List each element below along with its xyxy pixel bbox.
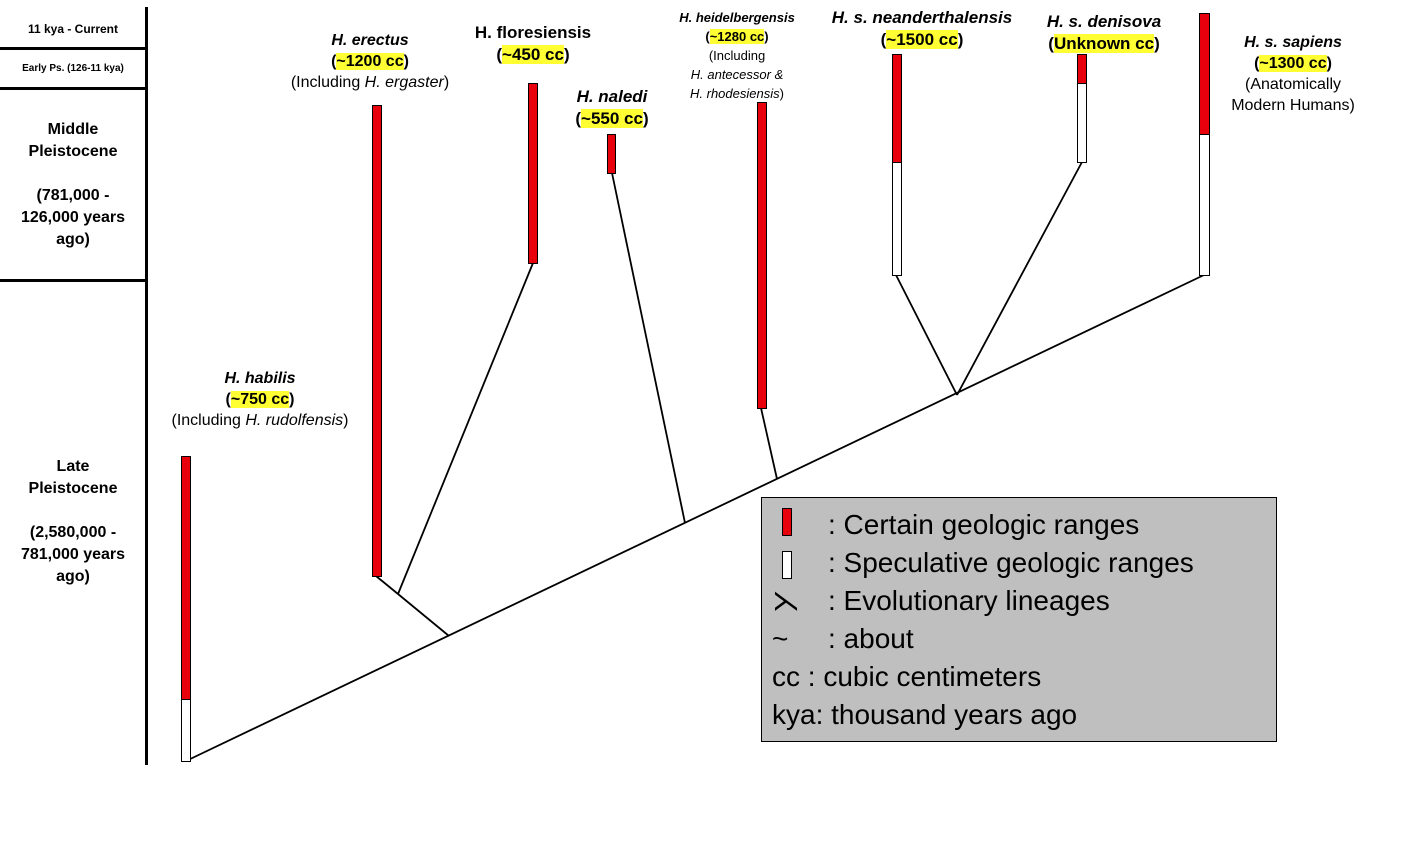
brain-size: (~1280 cc) bbox=[705, 29, 769, 44]
era-divider bbox=[0, 47, 146, 50]
naledi-certain-range-bar bbox=[607, 134, 616, 174]
legend-kya: kya: thousand years ago bbox=[772, 699, 1078, 730]
era-middle-line: Middle bbox=[47, 121, 99, 138]
species-name: H. floresiensis bbox=[474, 23, 592, 42]
era-middle-line: ago) bbox=[56, 231, 90, 248]
species-note: (Including H. ergaster) bbox=[290, 74, 450, 91]
denisova-speculative-range-bar bbox=[1077, 83, 1087, 163]
brain-size-value: ~1300 cc bbox=[1259, 55, 1327, 72]
heidelbergensis-certain-range-bar bbox=[757, 102, 767, 409]
era-middle-line: 126,000 years bbox=[20, 209, 126, 226]
era-divider bbox=[0, 87, 146, 90]
time-axis bbox=[145, 7, 148, 765]
kya-abbreviation: kya bbox=[772, 699, 816, 730]
species-note: Modern Humans) bbox=[1231, 97, 1355, 114]
certain-range-swatch bbox=[782, 508, 792, 536]
brain-size: (Unknown cc) bbox=[1048, 34, 1160, 53]
floresiensis-label: H. floresiensis (~450 cc) bbox=[453, 22, 613, 66]
main-lineage-line bbox=[185, 274, 1205, 762]
legend-cc: cc : cubic centimeters bbox=[772, 661, 1042, 692]
species-name: H. habilis bbox=[224, 370, 296, 387]
species-name: H. s. neanderthalensis bbox=[831, 8, 1013, 27]
erectus-branch-line bbox=[397, 593, 450, 637]
era-middle-line: (781,000 - bbox=[36, 187, 110, 204]
denisova-lineage-line bbox=[956, 161, 1083, 396]
brain-size-value: Unknown cc bbox=[1053, 34, 1155, 53]
sapiens-certain-range-bar bbox=[1199, 13, 1210, 135]
neanderthalensis-certain-range-bar bbox=[892, 54, 902, 163]
brain-size: (~450 cc) bbox=[496, 45, 570, 64]
neanderthalensis-label: H. s. neanderthalensis (~1500 cc) bbox=[812, 7, 1032, 51]
era-early-pleistocene: Early Ps. (126-11 kya) bbox=[22, 63, 124, 74]
species-note: H. antecessor & bbox=[690, 67, 784, 82]
denisova-label: H. s. denisova (Unknown cc) bbox=[1024, 11, 1184, 55]
cc-abbreviation: cc bbox=[772, 661, 800, 692]
brain-size: (~750 cc) bbox=[225, 391, 295, 408]
era-middle-pleistocene: Middle Pleistocene (781,000 - 126,000 ye… bbox=[0, 119, 146, 251]
habilis-label: H. habilis (~750 cc) (Including H. rudol… bbox=[130, 368, 390, 431]
legend-certain: : Certain geologic ranges bbox=[828, 509, 1140, 540]
species-note: H. rhodesiensis) bbox=[690, 86, 784, 101]
tilde-symbol: ~ bbox=[772, 623, 789, 654]
neanderthalensis-lineage-line bbox=[895, 274, 958, 396]
brain-size-value: ~550 cc bbox=[581, 109, 643, 128]
heidelbergensis-lineage-line bbox=[760, 407, 778, 480]
legend: : Certain geologic ranges : Speculative … bbox=[761, 497, 1277, 742]
species-note: (Anatomically bbox=[1244, 76, 1342, 93]
brain-size-value: ~1200 cc bbox=[336, 53, 404, 70]
brain-size: (~1200 cc) bbox=[331, 53, 409, 70]
species-note: (Including H. rudolfensis) bbox=[171, 412, 349, 429]
era-divider bbox=[0, 279, 146, 282]
erectus-label: H. erectus (~1200 cc) (Including H. erga… bbox=[250, 30, 490, 93]
legend-about: ~: about bbox=[772, 623, 914, 654]
species-name: H. s. sapiens bbox=[1244, 34, 1342, 51]
era-late-line: Pleistocene bbox=[28, 480, 118, 497]
heidelbergensis-label: H. heidelbergensis (~1280 cc) (Including… bbox=[647, 8, 827, 103]
brain-size-value: ~450 cc bbox=[502, 45, 564, 64]
sapiens-label: H. s. sapiens (~1300 cc) (Anatomically M… bbox=[1213, 32, 1373, 116]
floresiensis-certain-range-bar bbox=[528, 83, 538, 264]
legend-lineage: ⋋: Evolutionary lineages bbox=[772, 585, 1110, 616]
denisova-certain-range-bar bbox=[1077, 54, 1087, 84]
species-name: H. naledi bbox=[576, 87, 648, 106]
neanderthalensis-speculative-range-bar bbox=[892, 162, 902, 276]
floresiensis-lineage-line bbox=[397, 262, 534, 595]
erectus-lineage-line bbox=[375, 575, 399, 595]
species-name: H. erectus bbox=[331, 32, 409, 49]
naledi-lineage-line bbox=[611, 172, 686, 524]
brain-size: (~550 cc) bbox=[575, 109, 649, 128]
era-late-line: ago) bbox=[56, 568, 90, 585]
era-late-line: Late bbox=[56, 458, 90, 475]
naledi-label: H. naledi (~550 cc) bbox=[552, 86, 672, 130]
brain-size-value: ~1280 cc bbox=[709, 29, 765, 44]
era-late-line: 781,000 years bbox=[20, 546, 126, 563]
habilis-speculative-range-bar bbox=[181, 699, 191, 762]
legend-speculative: : Speculative geologic ranges bbox=[828, 547, 1194, 578]
lineage-icon: ⋋ bbox=[772, 585, 800, 616]
brain-size: (~1300 cc) bbox=[1254, 55, 1332, 72]
brain-size-value: ~1500 cc bbox=[886, 30, 958, 49]
brain-size: (~1500 cc) bbox=[880, 30, 964, 49]
species-name: H. s. denisova bbox=[1046, 12, 1162, 31]
sapiens-speculative-range-bar bbox=[1199, 134, 1210, 276]
erectus-certain-range-bar bbox=[372, 105, 382, 577]
species-name: H. heidelbergensis bbox=[679, 10, 795, 25]
era-late-line: (2,580,000 - bbox=[29, 524, 117, 541]
brain-size-value: ~750 cc bbox=[230, 391, 290, 408]
era-middle-line: Pleistocene bbox=[28, 143, 118, 160]
speculative-range-swatch bbox=[782, 551, 792, 579]
era-recent: 11 kya - Current bbox=[27, 22, 119, 36]
species-note: (Including bbox=[708, 48, 766, 63]
habilis-certain-range-bar bbox=[181, 456, 191, 700]
era-late-pleistocene: Late Pleistocene (2,580,000 - 781,000 ye… bbox=[0, 456, 146, 588]
